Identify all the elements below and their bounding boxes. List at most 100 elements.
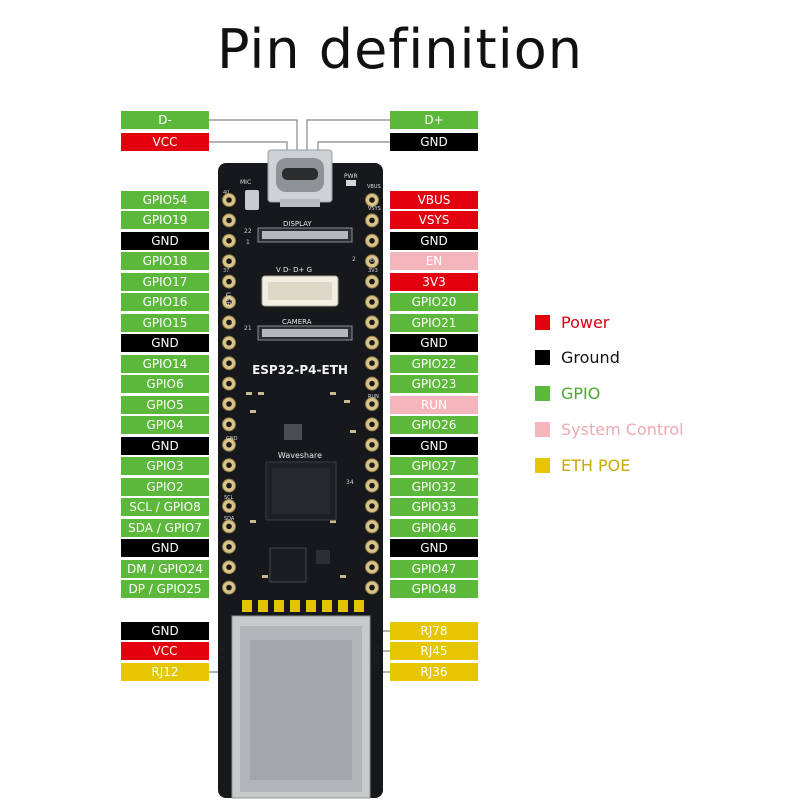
pin-hole [369, 442, 375, 448]
sda-silk: SDA [224, 516, 235, 522]
legend-swatch [535, 386, 550, 401]
right-pin-rj36: RJ36 [390, 663, 478, 681]
pin-hole [369, 584, 375, 591]
left-pin-gnd: GND [121, 334, 209, 352]
jst-connector [261, 275, 339, 307]
pin-hole [369, 217, 375, 224]
usb-label: USB [224, 292, 232, 307]
legend-swatch [535, 350, 550, 365]
en-silk: EN [370, 258, 377, 264]
pin-hole [226, 523, 232, 530]
left-pin-scl-gpio8: SCL / GPIO8 [121, 498, 209, 516]
left-pin-gpio3: GPIO3 [121, 457, 209, 475]
left-pin-gpio5: GPIO5 [121, 396, 209, 414]
right-pin-gpio47: GPIO47 [390, 560, 478, 578]
right-pin-gnd: GND [390, 334, 478, 352]
left-pin-gpio54: GPIO54 [121, 191, 209, 209]
legend-swatch [535, 315, 550, 330]
left-pin-gpio4: GPIO4 [121, 416, 209, 434]
right-pin-d-: D+ [390, 111, 478, 129]
pin-hole [226, 584, 232, 591]
legend-label: System Control [561, 420, 684, 439]
legend-label: Power [561, 313, 610, 332]
pin-hole [369, 319, 375, 326]
display-fpc-connector [257, 227, 353, 243]
right-pin-gpio26: GPIO26 [390, 416, 478, 434]
left-pin-gpio15: GPIO15 [121, 314, 209, 332]
left-pin-d-: D- [121, 111, 209, 129]
legend-swatch [535, 458, 550, 473]
left-pin-gpio6: GPIO6 [121, 375, 209, 393]
pin-number-37: 37 [223, 268, 229, 274]
chip-small [284, 424, 302, 440]
camera-label: CAMERA [282, 318, 312, 326]
pin-number-21: 21 [244, 325, 252, 332]
pin-hole [226, 278, 232, 285]
run-silk: RUN [368, 394, 379, 400]
right-pin-pads [365, 193, 379, 595]
pin-number-2: 2 [352, 256, 356, 263]
pin-hole [226, 360, 232, 367]
reset-label: RESET [372, 646, 380, 669]
poe-header-pins [242, 600, 364, 612]
usb-c-connector [267, 149, 333, 207]
pin-number-22: 22 [244, 228, 252, 235]
left-pin-gpio14: GPIO14 [121, 355, 209, 373]
rj45-jack [231, 615, 371, 799]
left-pin-gpio19: GPIO19 [121, 211, 209, 229]
smd-components [246, 392, 356, 578]
pin-hole [369, 482, 375, 489]
right-pin-gpio20: GPIO20 [390, 293, 478, 311]
pin-hole [226, 380, 232, 387]
display-label: DISPLAY [283, 220, 312, 228]
main-chip [265, 461, 337, 521]
pin-hole [226, 401, 232, 407]
left-pin-gnd: GND [121, 622, 209, 640]
right-pin-vbus: VBUS [390, 191, 478, 209]
left-pin-gnd: GND [121, 232, 209, 250]
right-pin-en: EN [390, 252, 478, 270]
pin-hole [226, 544, 232, 550]
pin-hole [226, 258, 232, 265]
left-pin-gpio18: GPIO18 [121, 252, 209, 270]
usb-leader-lines [209, 119, 390, 150]
secondary-chip [269, 547, 307, 583]
pin-hole [369, 523, 375, 530]
pin-hole [369, 299, 375, 305]
pin-hole [369, 197, 375, 203]
mic-component [245, 190, 259, 210]
connector-label: V D- D+ G [276, 266, 312, 274]
pin-hole [369, 278, 375, 285]
camera-fpc-connector [257, 325, 353, 341]
legend-label: Ground [561, 348, 620, 367]
pin-hole [226, 421, 232, 428]
mic-label: MIC [240, 179, 251, 186]
left-pin-gpio16: GPIO16 [121, 293, 209, 311]
pin-hole [226, 442, 232, 448]
right-pin-rj45: RJ45 [390, 642, 478, 660]
pin-hole [226, 340, 232, 346]
gnd-silk: GND [226, 436, 238, 442]
left-pin-gnd: GND [121, 539, 209, 557]
vbus-silk: VBUS [367, 184, 381, 190]
scl-silk: SCL [224, 495, 234, 501]
right-pin-gpio32: GPIO32 [390, 478, 478, 496]
right-pin-gnd: GND [390, 133, 478, 151]
pin-hole [369, 421, 375, 428]
left-pin-dm-gpio24: DM / GPIO24 [121, 560, 209, 578]
board-name: ESP32-P4-ETH [252, 363, 348, 377]
pin-hole [369, 340, 375, 346]
left-pin-vcc: VCC [121, 133, 209, 151]
pin-hole [226, 238, 232, 244]
pin-hole [369, 544, 375, 550]
right-pin-gpio21: GPIO21 [390, 314, 478, 332]
legend-label: GPIO [561, 384, 601, 403]
3v3-silk: 3V3 [368, 268, 378, 274]
pin-hole [226, 503, 232, 509]
left-pin-sda-gpio7: SDA / GPIO7 [121, 519, 209, 537]
pin-hole [369, 380, 375, 387]
right-pin-vsys: VSYS [390, 211, 478, 229]
pin-hole [226, 197, 232, 203]
right-pin-gnd: GND [390, 437, 478, 455]
